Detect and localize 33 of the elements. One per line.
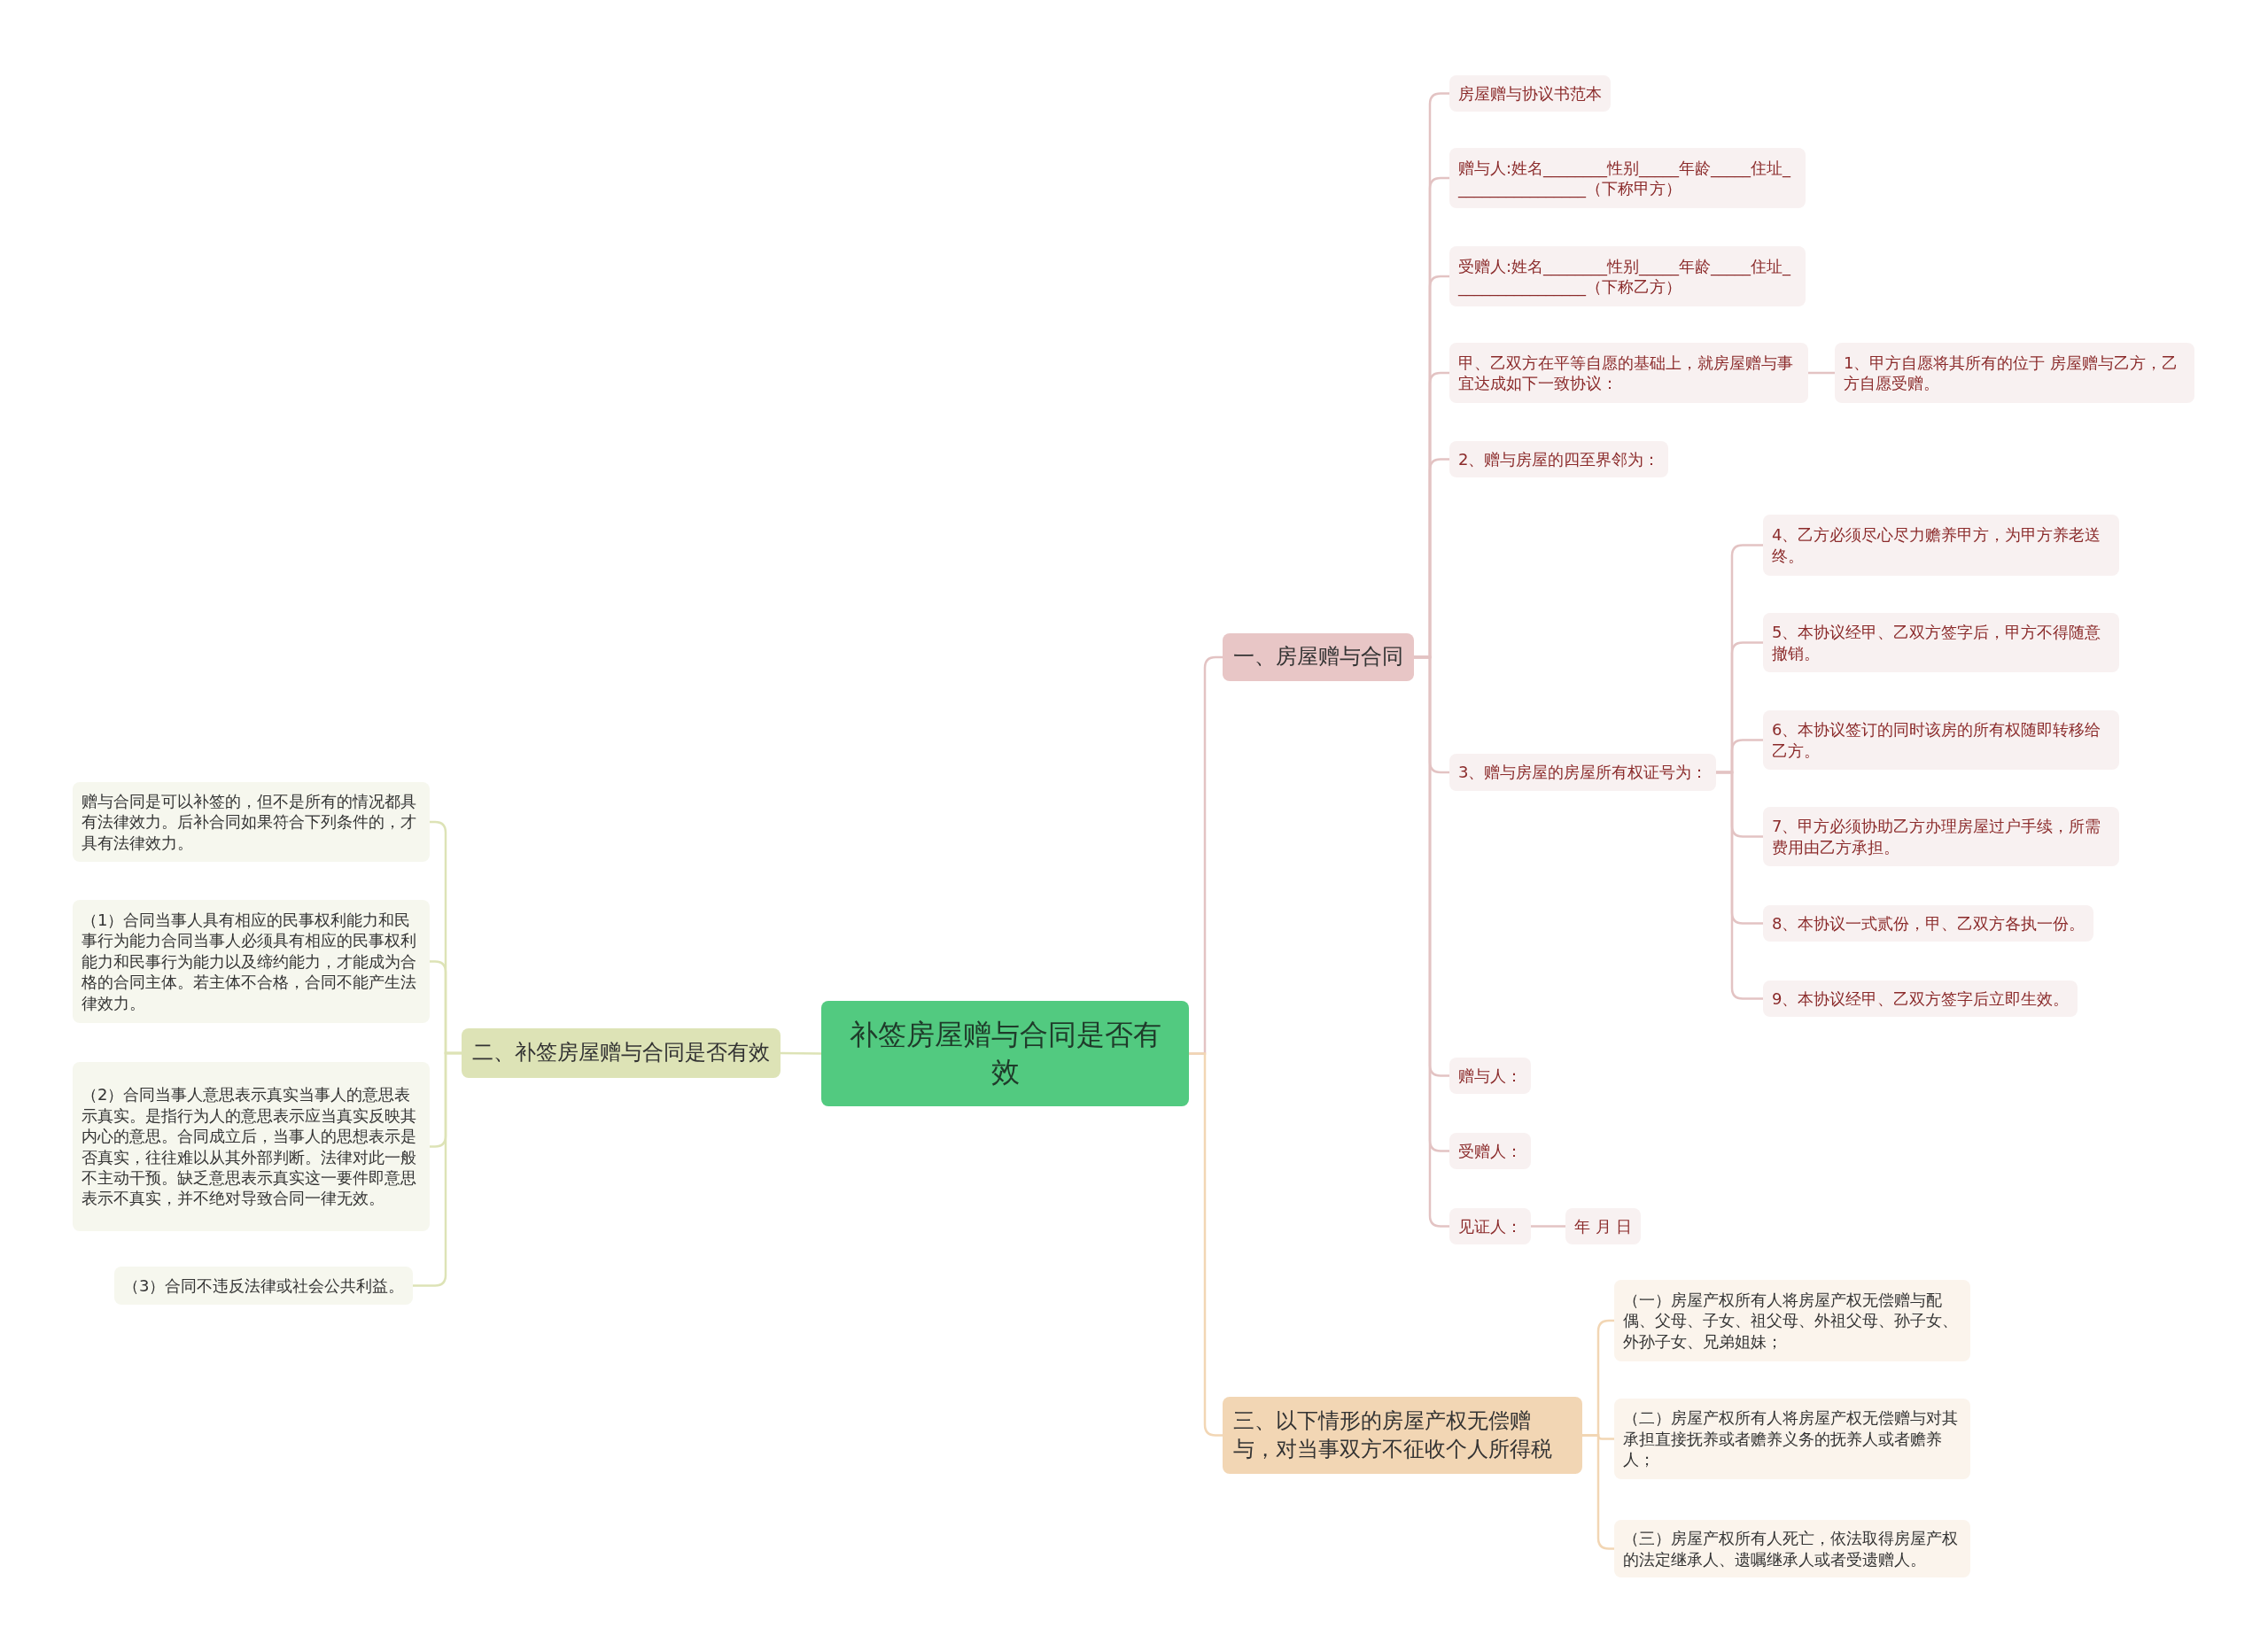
topic-box: 赠与合同是可以补签的，但不是所有的情况都具有法律效力。后补合同如果符合下列条件的，才具有法律效力。 [73,782,430,862]
topic-box: 9、本协议经甲、乙双方签字后立即生效。 [1763,981,2078,1017]
topic-box: 赠与人:姓名________性别_____年龄_____住址_________________（下称甲方） [1449,148,1806,208]
topic-box: 甲、乙双方在平等自愿的基础上，就房屋赠与事宜达成如下一致协议： [1449,343,1808,403]
connector-line [1531,1225,1565,1228]
topic-box: 3、赠与房屋的房屋所有权证号为： [1449,754,1717,791]
topic-box: 4、乙方必须尽心尽力赡养甲方，为甲方养老送终。 [1763,515,2119,576]
topic-box: 5、本协议经甲、乙双方签字后，甲方不得随意撤销。 [1763,613,2119,672]
topic-box: 7、甲方必须协助乙方办理房屋过户手续，所需费用由乙方承担。 [1763,807,2119,866]
topic-box: 1、甲方自愿将其所有的位于 房屋赠与乙方，乙方自愿受赠。 [1835,343,2194,403]
connector-line [1808,371,1835,375]
topic-box: （2）合同当事人意思表示真实当事人的意思表示真实。是指行为人的意思表示应当真实反映其内心的意思。合同成立后，当事人的思想表示是否真实，往往难以从其外部判断。法律对此一般不主动干预。缺乏意思表示真实这一要件即意思表示不真实，并不绝对导致合同一律无效。 [73,1062,430,1231]
topic-box: 见证人： [1449,1208,1531,1244]
topic-box: 6、本协议签订的同时该房的所有权随即转移给乙方。 [1763,710,2119,770]
topic-box: （1）合同当事人具有相应的民事权利能力和民事行为能力合同当事人必须具有相应的民事权利能力和民事行为能力以及缔约能力，才能成为合格的合同主体。若主体不合格，合同不能产生法律效力。 [73,900,430,1023]
topic-box: 2、赠与房屋的四至界邻为： [1449,441,1669,477]
branch-topic-box: 三、以下情形的房屋产权无偿赠与，对当事双方不征收个人所得税 [1223,1397,1582,1474]
connector-line [781,1051,821,1055]
topic-box: 受赠人： [1449,1133,1531,1169]
connector-line [413,1051,462,1287]
connector-line [1189,1052,1223,1437]
topic-box: 受赠人:姓名________性别_____年龄_____住址_________________（下称乙方） [1449,246,1806,306]
topic-box: （二）房屋产权所有人将房屋产权无偿赠与对其承担直接抚养或者赡养义务的抚养人或者赡养人； [1614,1399,1970,1479]
topic-box: 年 月 日 [1565,1208,1642,1244]
branch-topic-box: 一、房屋赠与合同 [1223,633,1414,681]
topic-box: 房屋赠与协议书范本 [1449,75,1611,112]
topic-box: （3）合同不违反法律或社会公共利益。 [114,1267,414,1305]
topic-box: （三）房屋产权所有人死亡，依法取得房屋产权的法定继承人、遗嘱继承人或者受遗赠人。 [1614,1520,1970,1577]
topic-box: 8、本协议一式贰份，甲、乙双方各执一份。 [1763,905,2094,942]
branch-topic-box: 二、补签房屋赠与合同是否有效 [462,1028,781,1078]
topic-box: （一）房屋产权所有人将房屋产权无偿赠与配偶、父母、子女、祖父母、外祖父母、孙子女、外孙子女、兄弟姐妹； [1614,1280,1970,1361]
topic-box: 赠与人： [1449,1058,1531,1094]
root-topic-box: 补签房屋赠与合同是否有效 [821,1001,1189,1106]
